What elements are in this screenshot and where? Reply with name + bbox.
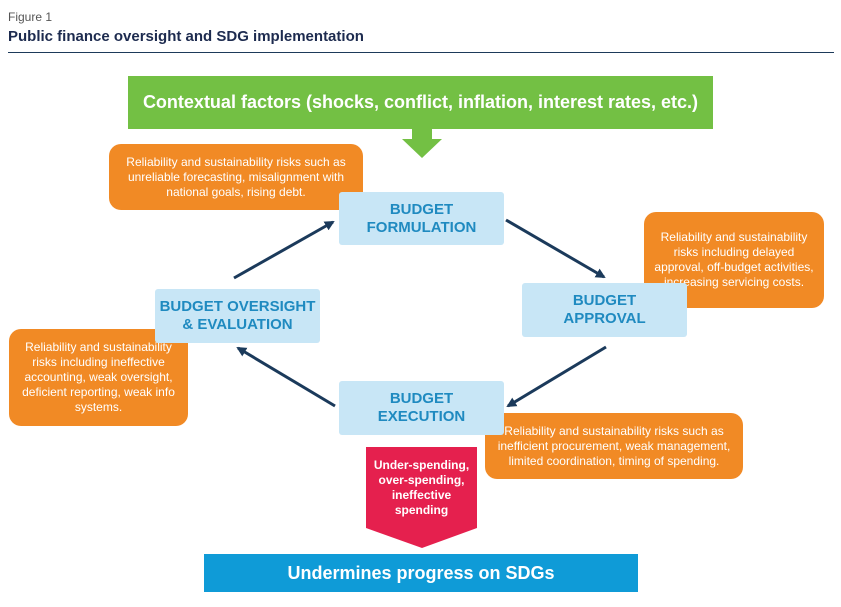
- stage-budget-oversight: BUDGET OVERSIGHT & EVALUATION: [155, 289, 320, 343]
- sdg-impact-banner: Undermines progress on SDGs: [204, 554, 638, 592]
- stage-budget-formulation: BUDGET FORMULATION: [339, 192, 504, 245]
- stage-budget-approval: BUDGET APPROVAL: [522, 283, 687, 337]
- outcome-arrow-shape: [366, 447, 477, 548]
- context-factors-banner: Contextual factors (shocks, conflict, in…: [128, 76, 713, 129]
- arrow-execution-to-oversight: [236, 346, 336, 408]
- stage-budget-execution: BUDGET EXECUTION: [339, 381, 504, 435]
- arrow-oversight-to-formulation: [233, 220, 335, 280]
- context-down-arrow: [402, 129, 442, 158]
- risk-box-execution: Reliability and sustainability risks suc…: [485, 413, 743, 479]
- title-divider: [8, 52, 834, 53]
- risk-box-oversight: Reliability and sustainability risks inc…: [9, 329, 188, 426]
- arrow-formulation-to-approval: [505, 218, 606, 279]
- risk-box-formulation: Reliability and sustainability risks suc…: [109, 144, 363, 210]
- figure-title: Public finance oversight and SDG impleme…: [8, 28, 364, 45]
- execution-outcome-text: Under-spending, over-spending, ineffecti…: [373, 458, 470, 517]
- arrow-approval-to-execution: [506, 345, 607, 408]
- figure-label: Figure 1: [8, 10, 53, 24]
